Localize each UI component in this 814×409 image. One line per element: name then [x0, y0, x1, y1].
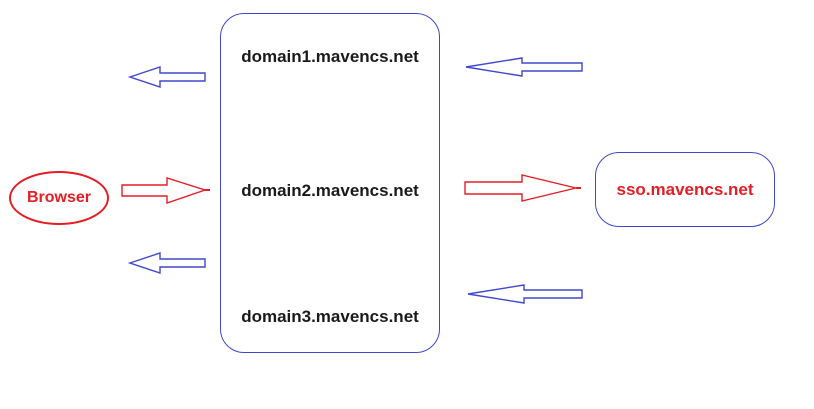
domain2-label: domain2.mavencs.net: [241, 181, 419, 200]
arrow-right-browser-to-domains-icon: [121, 176, 211, 206]
browser-label: Browser: [26, 189, 92, 206]
arrow-left-bottom-right-icon: [466, 282, 584, 307]
arrow-left-top-left-icon: [128, 64, 208, 91]
domains-box: [220, 13, 440, 353]
arrow-right-domains-to-sso-icon: [464, 173, 582, 203]
domain3-label: domain3.mavencs.net: [241, 307, 419, 326]
arrow-left-bottom-left-icon: [128, 250, 208, 277]
browser-node: Browser: [9, 171, 109, 225]
domain1-label: domain1.mavencs.net: [241, 47, 419, 66]
arrow-left-top-right-icon: [464, 55, 584, 80]
sso-node: sso.mavencs.net: [595, 152, 775, 227]
sso-label: sso.mavencs.net: [616, 179, 754, 199]
